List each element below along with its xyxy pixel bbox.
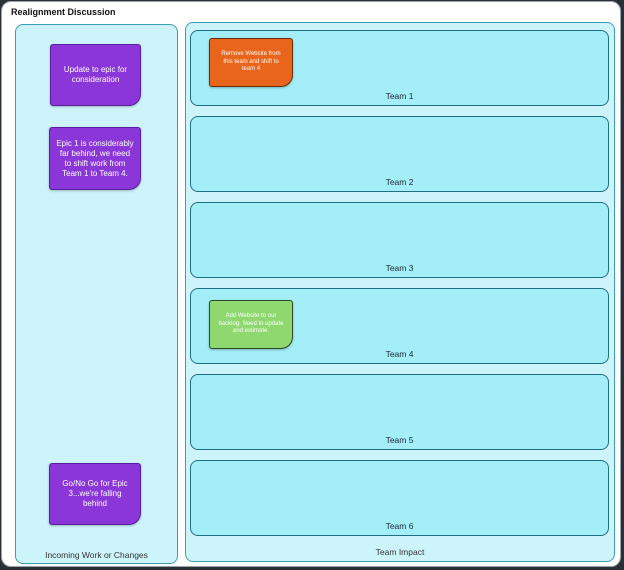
team-lane-1[interactable]: Remove Website from this team and shift …: [190, 30, 609, 106]
sticky-note-text: Add Website to our backlog. Need to upda…: [218, 313, 284, 335]
incoming-work-frame[interactable]: Update to epic for consideration Epic 1 …: [15, 24, 178, 564]
board-title: Realignment Discussion: [11, 7, 116, 17]
team-lane-4[interactable]: Add Website to our backlog. Need to upda…: [190, 288, 609, 364]
sticky-note-text: Remove Website from this team and shift …: [221, 51, 281, 73]
sticky-note-add-website[interactable]: Add Website to our backlog. Need to upda…: [209, 300, 293, 349]
team-lane-3[interactable]: Team 3: [190, 202, 609, 278]
sticky-note-go-no-go[interactable]: Go/No Go for Epic 3...we're falling behi…: [49, 463, 141, 525]
team-lane-label: Team 1: [385, 91, 414, 101]
team-lane-label: Team 5: [385, 435, 414, 445]
sticky-note-epic-1-behind[interactable]: Epic 1 is considerably far behind, we ne…: [49, 127, 141, 190]
team-lane-label: Team 3: [385, 263, 414, 273]
sticky-note-text: Update to epic for consideration: [63, 65, 128, 84]
team-impact-label: Team Impact: [375, 547, 425, 557]
sticky-note-update-epic[interactable]: Update to epic for consideration: [50, 44, 141, 106]
sticky-note-remove-website[interactable]: Remove Website from this team and shift …: [209, 38, 293, 87]
sticky-note-text: Go/No Go for Epic 3...we're falling behi…: [62, 479, 128, 508]
team-impact-frame[interactable]: Remove Website from this team and shift …: [185, 22, 615, 562]
team-lane-label: Team 2: [385, 177, 414, 187]
sticky-note-text: Epic 1 is considerably far behind, we ne…: [56, 138, 134, 178]
team-lane-label: Team 6: [385, 521, 414, 531]
team-lane-6[interactable]: Team 6: [190, 460, 609, 536]
incoming-work-label: Incoming Work or Changes: [45, 550, 148, 560]
team-lane-2[interactable]: Team 2: [190, 116, 609, 192]
team-lane-label: Team 4: [385, 349, 414, 359]
team-lane-5[interactable]: Team 5: [190, 374, 609, 450]
